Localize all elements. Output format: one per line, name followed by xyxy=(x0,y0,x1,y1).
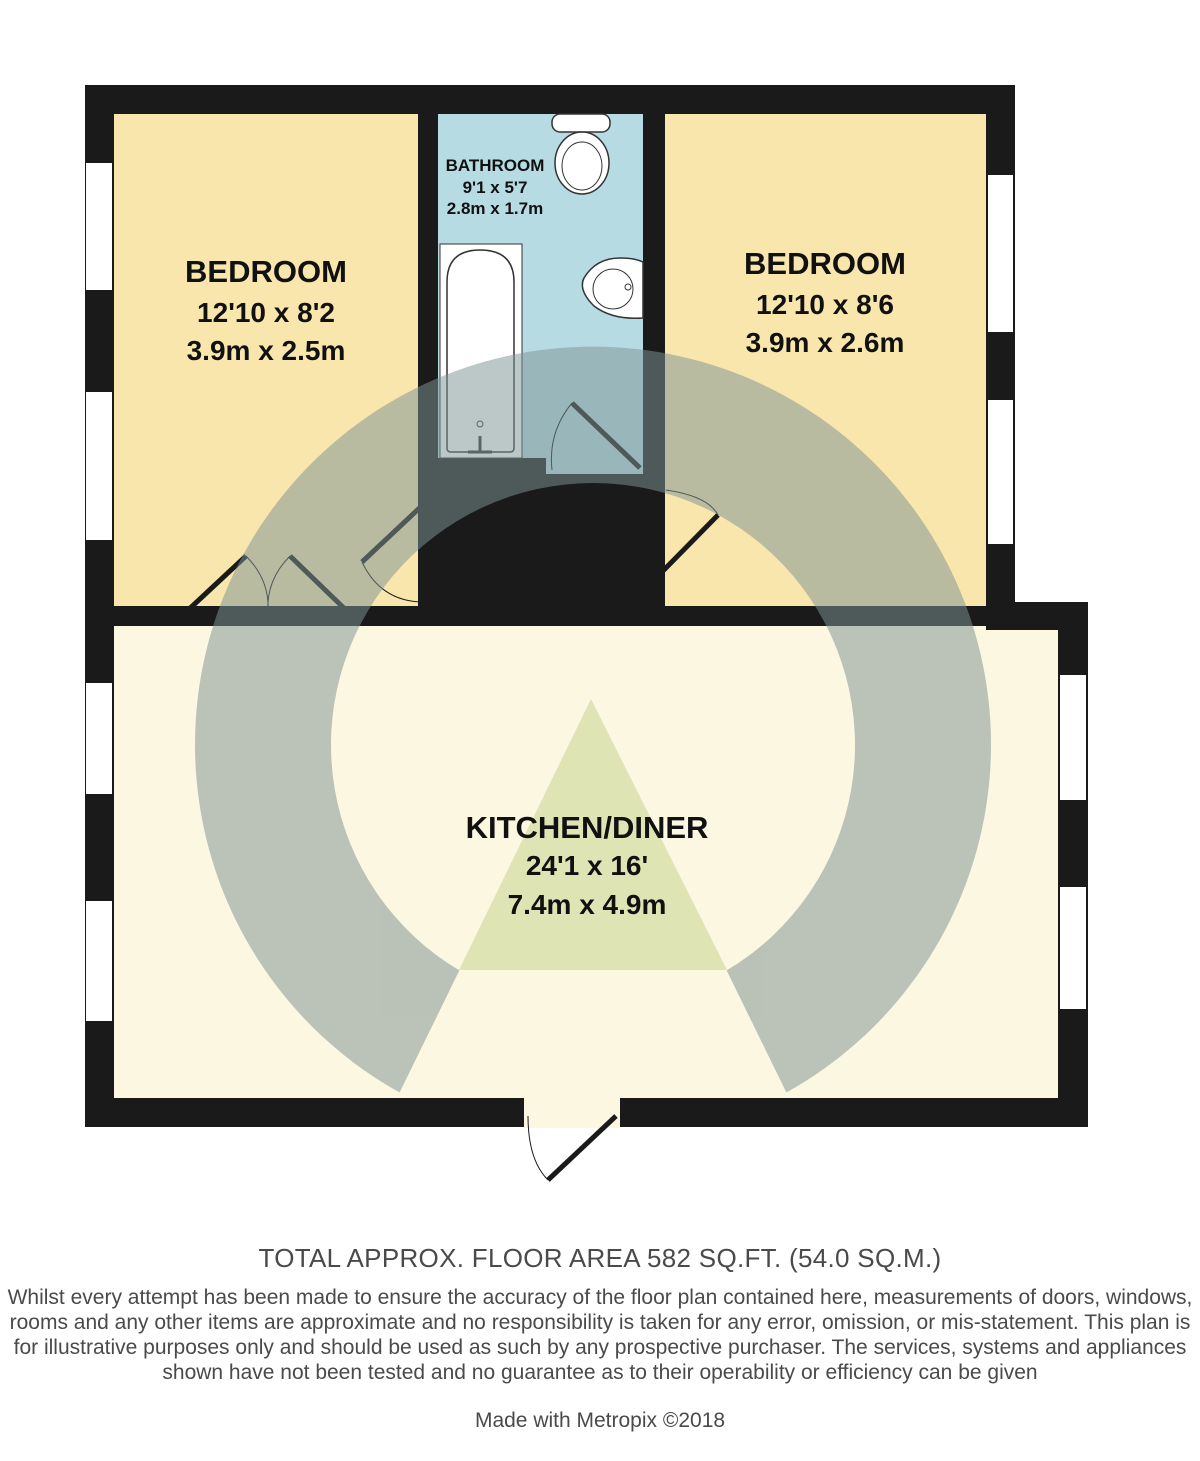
room-name: BATHROOM xyxy=(446,156,545,175)
bedroom-right-label: BEDROOM 12'10 x 8'6 3.9m x 2.6m xyxy=(744,246,906,358)
window xyxy=(86,163,112,290)
window xyxy=(1060,887,1086,1009)
interior-wall xyxy=(114,606,186,626)
room-metric: 3.9m x 2.5m xyxy=(187,335,346,366)
toilet xyxy=(551,113,611,195)
window xyxy=(86,901,112,1021)
room-metric: 2.8m x 1.7m xyxy=(447,199,543,218)
disclaimer-text: Whilst every attempt has been made to en… xyxy=(7,1286,1193,1384)
interior-wall xyxy=(986,602,1016,630)
entrance-door xyxy=(527,1114,618,1182)
window xyxy=(86,683,112,794)
window xyxy=(988,400,1013,544)
interior-wall xyxy=(348,606,438,626)
washbasin xyxy=(581,257,644,319)
room-imperial: 24'1 x 16' xyxy=(526,850,648,881)
room-name: BEDROOM xyxy=(744,246,906,281)
room-metric: 7.4m x 4.9m xyxy=(508,889,667,920)
interior-wall xyxy=(420,590,438,626)
room-imperial: 12'10 x 8'2 xyxy=(197,297,335,328)
room-imperial: 9'1 x 5'7 xyxy=(463,178,528,197)
watermark-logo xyxy=(194,346,991,1093)
window xyxy=(1060,675,1086,800)
room-name: BEDROOM xyxy=(185,254,347,289)
window xyxy=(86,392,112,540)
window xyxy=(988,175,1013,332)
room-metric: 3.9m x 2.6m xyxy=(746,327,905,358)
kitchen-label: KITCHEN/DINER 24'1 x 16' 7.4m x 4.9m xyxy=(466,810,709,920)
room-imperial: 12'10 x 8'6 xyxy=(756,289,894,320)
floor-plan: BEDROOM 12'10 x 8'2 3.9m x 2.5m BATHROOM… xyxy=(85,85,1088,1182)
entrance-opening xyxy=(524,1098,620,1128)
bedroom-left-label: BEDROOM 12'10 x 8'2 3.9m x 2.5m xyxy=(185,254,347,366)
credit-text: Made with Metropix ©2018 xyxy=(474,1409,726,1432)
room-name: KITCHEN/DINER xyxy=(466,810,709,845)
bathroom-label: BATHROOM 9'1 x 5'7 2.8m x 1.7m xyxy=(446,156,545,218)
total-floor-area: TOTAL APPROX. FLOOR AREA 582 SQ.FT. (54.… xyxy=(258,1243,942,1273)
